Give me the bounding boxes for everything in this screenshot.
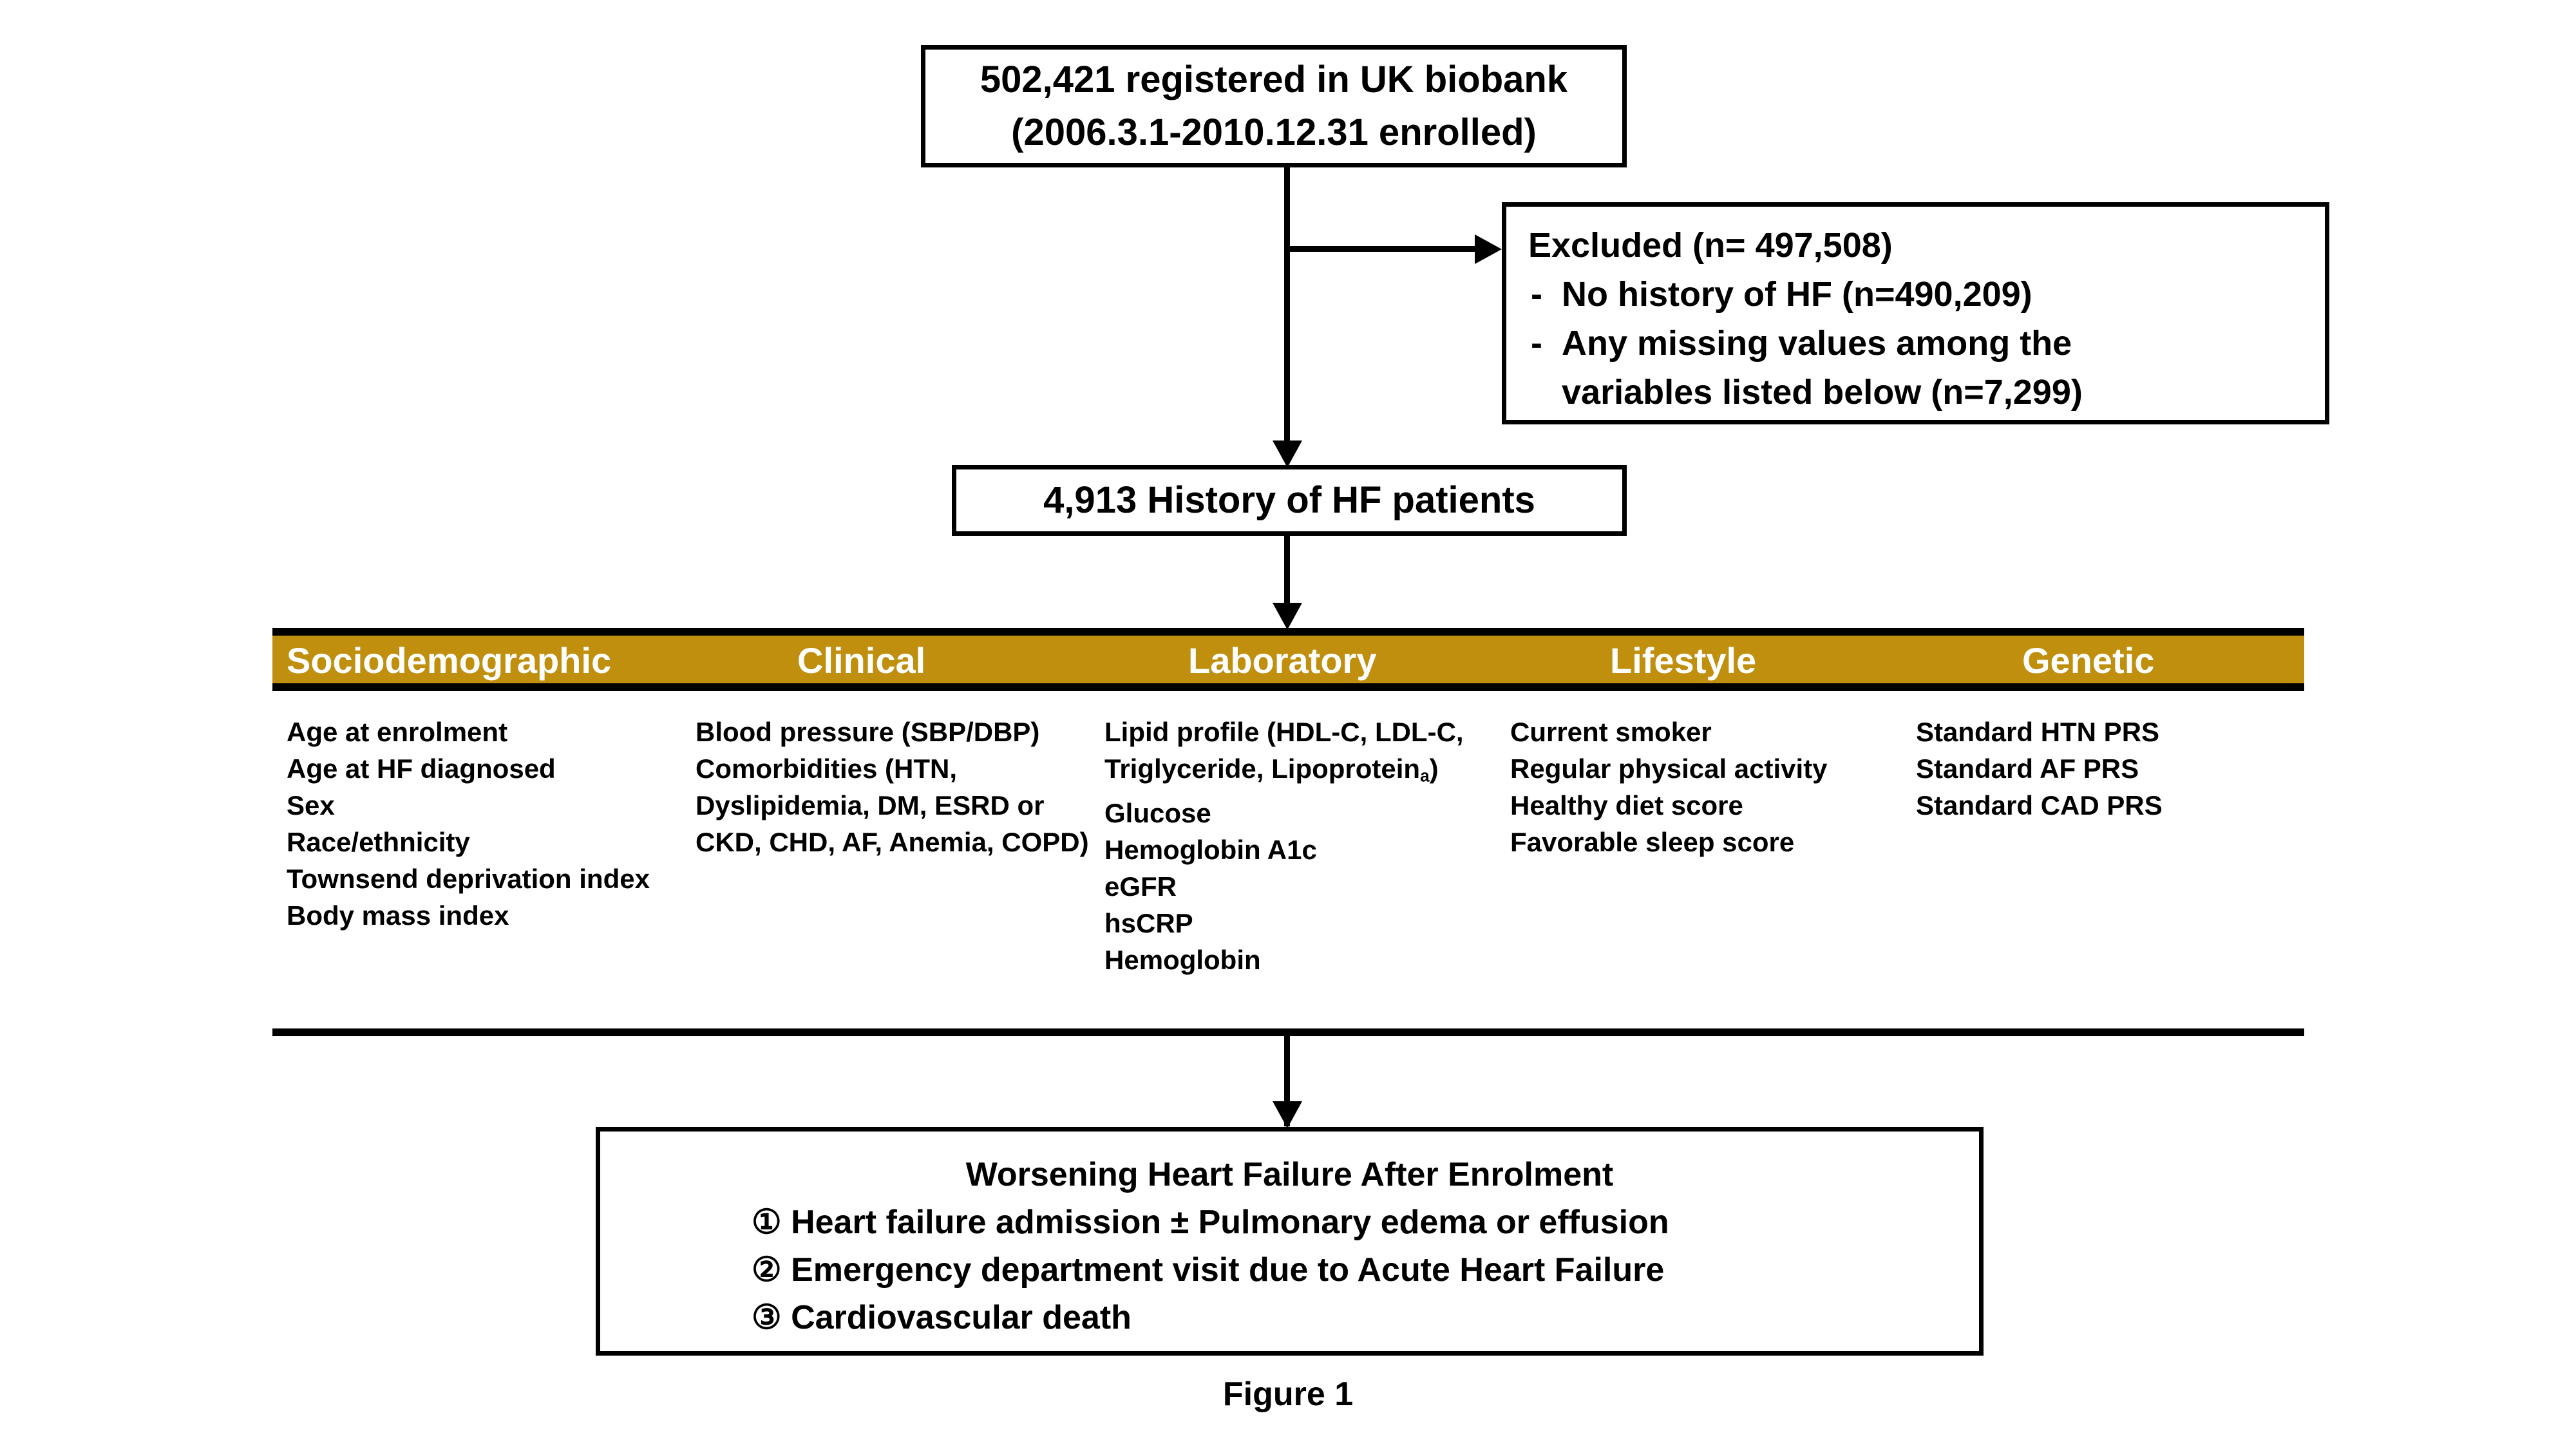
column-header-genetic: Genetic: [2022, 639, 2155, 681]
registered-line-1: 502,421 registered in UK biobank: [980, 59, 1568, 100]
variable-item: Standard CAD PRS: [1916, 790, 2163, 820]
variable-item: Age at enrolment: [287, 717, 508, 747]
variable-item: Comorbidities (HTN, Dyslipidemia, DM, ES…: [696, 753, 1089, 857]
column-body-lifestyle: Current smoker Regular physical activity…: [1510, 714, 1897, 860]
outcome-item-3: ③ Cardiovascular death: [752, 1299, 1132, 1336]
outcome-item-2: ② Emergency department visit due to Acut…: [752, 1251, 1665, 1289]
column-body-genetic: Standard HTN PRS Standard AF PRS Standar…: [1916, 714, 2277, 824]
variable-item: Standard AF PRS: [1916, 753, 2139, 784]
connector-excluded-arrowhead: [1475, 234, 1502, 264]
column-header-sociodemographic: Sociodemographic: [287, 639, 612, 681]
connector-trunk-arrowhead: [1273, 440, 1302, 468]
history-label: 4,913 History of HF patients: [1043, 479, 1535, 521]
column-body-clinical: Blood pressure (SBP/DBP) Comorbidities (…: [696, 714, 1095, 860]
variable-item: Body mass index: [287, 900, 509, 931]
excluded-title: Excluded (n= 497,508): [1528, 226, 1893, 265]
node-history-box: 4,913 History of HF patients: [952, 465, 1627, 536]
variable-item: Townsend deprivation index: [287, 864, 650, 894]
column-header-lifestyle: Lifestyle: [1610, 639, 1757, 681]
variables-band-top-rule: [272, 628, 2304, 636]
lipid-profile-subscript: a: [1420, 766, 1430, 786]
excluded-bullet-2-line-1: Any missing values among the: [1562, 324, 2072, 363]
variable-item: eGFR: [1104, 871, 1177, 902]
column-header-laboratory: Laboratory: [1188, 639, 1377, 681]
connector-outcome-arrowhead: [1273, 1101, 1302, 1128]
variables-band-header: [272, 636, 2304, 683]
column-body-sociodemographic: Age at enrolment Age at HF diagnosed Sex…: [287, 714, 699, 934]
connector-variables-arrowhead: [1273, 603, 1302, 630]
variable-item: Age at HF diagnosed: [287, 753, 556, 784]
node-excluded-box: Excluded (n= 497,508) - No history of HF…: [1502, 202, 2329, 424]
excluded-bullet-2: - Any missing values among the variables…: [1528, 319, 2325, 417]
connector-excluded-line: [1287, 246, 1480, 252]
excluded-bullet-1-text: No history of HF (n=490,209): [1562, 275, 2032, 314]
figure-caption: Figure 1: [1222, 1376, 1354, 1413]
connector-outcome-line: [1284, 1036, 1290, 1126]
registered-line-2: (2006.3.1-2010.12.31 enrolled): [1011, 111, 1537, 153]
excluded-bullet-2-text: Any missing values among the variables l…: [1562, 319, 2083, 417]
connector-variables-line: [1284, 536, 1290, 607]
variable-item: Blood pressure (SBP/DBP): [696, 717, 1040, 747]
variable-item: Hemoglobin: [1104, 944, 1261, 975]
variable-item: hsCRP: [1104, 907, 1193, 938]
lipid-profile-text: Lipid profile (HDL-C, LDL-C, Triglycerid…: [1104, 717, 1464, 784]
variable-item: Glucose: [1104, 797, 1211, 828]
dash-marker: -: [1531, 275, 1542, 314]
variables-band-mid-rule: [272, 683, 2304, 691]
variable-item: Healthy diet score: [1510, 790, 1743, 820]
dash-marker: -: [1531, 324, 1542, 363]
variables-band-bottom-rule: [272, 1028, 2304, 1036]
excluded-bullet-2-line-2: variables listed below (n=7,299): [1562, 373, 2083, 412]
excluded-bullet-1: - No history of HF (n=490,209): [1528, 270, 2325, 319]
outcome-title: Worsening Heart Failure After Enrolment: [965, 1156, 1614, 1193]
variable-item: Hemoglobin A1c: [1104, 834, 1317, 865]
variable-item-lipid-profile: Lipid profile (HDL-C, LDL-C, Triglycerid…: [1104, 714, 1491, 795]
column-header-clinical: Clinical: [797, 639, 926, 681]
variable-item: Current smoker: [1510, 717, 1712, 747]
lipid-profile-close-paren: ): [1429, 753, 1439, 784]
variable-item: Standard HTN PRS: [1916, 717, 2160, 747]
column-body-laboratory: Lipid profile (HDL-C, LDL-C, Triglycerid…: [1104, 714, 1491, 978]
connector-trunk-line: [1284, 167, 1290, 451]
node-registered-box: 502,421 registered in UK biobank (2006.3…: [921, 45, 1627, 167]
outcome-item-1: ① Heart failure admission ± Pulmonary ed…: [752, 1204, 1669, 1241]
variable-item: Regular physical activity: [1510, 753, 1828, 784]
variable-item: Favorable sleep score: [1510, 827, 1795, 857]
node-outcome-box: Worsening Heart Failure After Enrolment …: [596, 1127, 1984, 1356]
variable-item: Sex: [287, 790, 335, 820]
variable-item: Race/ethnicity: [287, 827, 470, 857]
